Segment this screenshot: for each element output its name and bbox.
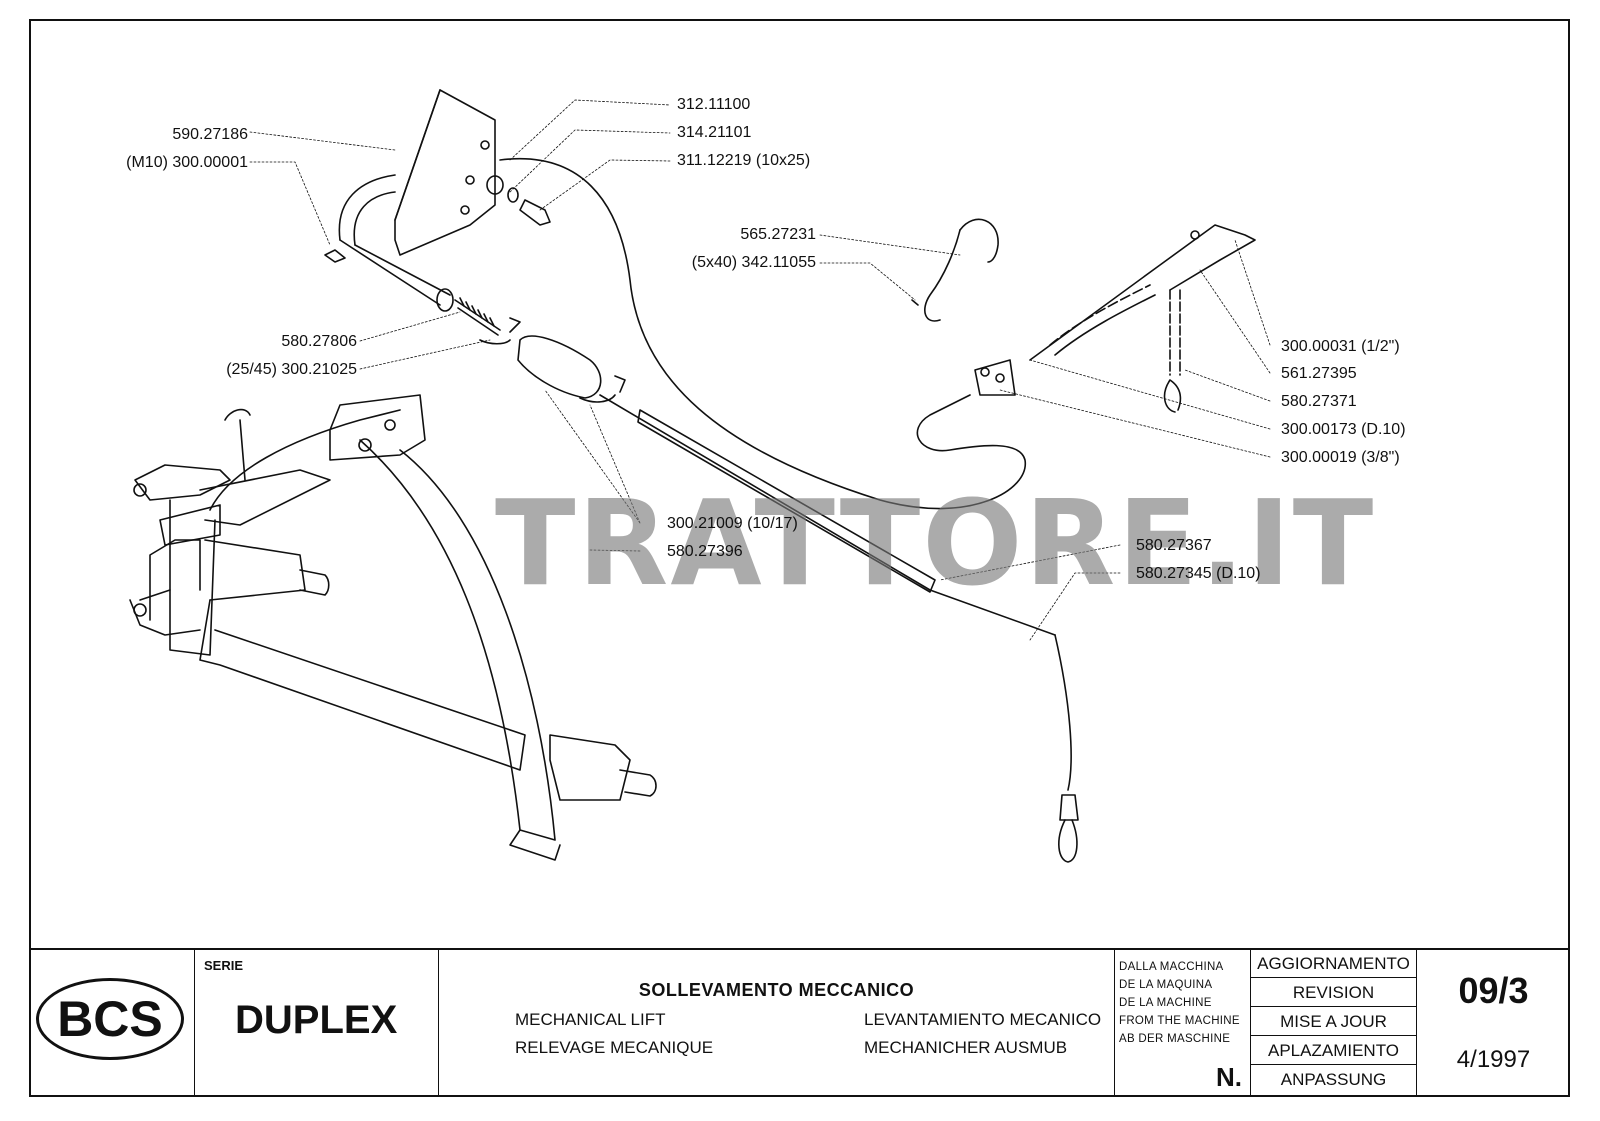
model-name: DUPLEX — [235, 998, 398, 1042]
chain-hook — [974, 224, 1256, 413]
part-label: 312.11100 — [677, 96, 751, 113]
part-label: 580.27371 — [1281, 393, 1357, 410]
spring-sleeve — [454, 297, 626, 403]
part-label: 300.00019 (3/8") — [1281, 449, 1400, 466]
part-label: 561.27395 — [1281, 365, 1357, 382]
sheet-number-cell: 09/3 4/1997 — [1417, 950, 1570, 1097]
from-machine-es: DE LA MAQUINA — [1119, 979, 1213, 991]
s-hook-pin — [911, 218, 999, 322]
part-label: (M10) 300.00001 — [126, 154, 248, 171]
revision-label-es2: APLAZAMIENTO — [1251, 1037, 1416, 1065]
revision-label-es: REVISION — [1251, 979, 1416, 1007]
revision-label-fr: MISE A JOUR — [1251, 1008, 1416, 1036]
part-label: 580.27367 — [1136, 537, 1212, 554]
from-machine-cell: DALLA MACCHINA DE LA MAQUINA DE LA MACHI… — [1115, 950, 1251, 1097]
part-label: 314.21101 — [677, 124, 752, 141]
revision-date: 4/1997 — [1456, 1046, 1531, 1073]
lift-frame — [129, 394, 657, 861]
revision-label-de: ANPASSUNG — [1280, 1070, 1387, 1089]
leader-lines — [249, 99, 1271, 641]
from-machine-it: DALLA MACCHINA — [1119, 961, 1224, 973]
title-italian: SOLLEVAMENTO MECCANICO — [638, 980, 915, 1000]
title-spanish: LEVANTAMIENTO MECANICO — [864, 1010, 1102, 1029]
lift-cable — [499, 158, 1079, 863]
from-machine-de: AB DER MASCHINE — [1119, 1033, 1231, 1045]
part-label: 590.27186 — [172, 126, 248, 143]
part-label: 300.00173 (D.10) — [1281, 421, 1406, 438]
machine-number-label: N. — [1216, 1062, 1242, 1092]
logo-cell: BCS — [29, 950, 195, 1097]
serie-label: SERIE — [204, 958, 244, 973]
from-machine-en: FROM THE MACHINE — [1119, 1015, 1240, 1027]
part-label: 580.27396 — [667, 543, 743, 560]
revision-label-it: AGGIORNAMENTO — [1251, 950, 1416, 978]
title-english: MECHANICAL LIFT — [515, 1010, 666, 1029]
title-french: RELEVAGE MECANIQUE — [515, 1038, 714, 1057]
sheet-number: 09/3 — [1458, 970, 1529, 1011]
title-german: MECHANICHER AUSMUB — [864, 1038, 1068, 1057]
description-cell: SOLLEVAMENTO MECCANICO MECHANICAL LIFT R… — [439, 950, 1115, 1097]
part-label: (25/45) 300.21025 — [226, 361, 357, 378]
part-label: 565.27231 — [740, 226, 816, 243]
part-label: 300.00031 (1/2") — [1281, 338, 1400, 355]
part-label: 300.21009 (10/17) — [667, 515, 798, 532]
part-label: (5x40) 342.11055 — [691, 254, 816, 271]
revision-cell: AGGIORNAMENTO REVISION MISE A JOUR APLAZ… — [1251, 950, 1417, 1097]
serie-cell: SERIE DUPLEX — [195, 950, 439, 1097]
part-label: 580.27806 — [281, 333, 357, 350]
drawing-sheet-border — [29, 19, 1570, 1097]
watermark: TRATTORE.IT — [495, 474, 1376, 612]
part-label: 311.12219 (10x25) — [677, 152, 811, 169]
from-machine-fr: DE LA MACHINE — [1119, 997, 1212, 1009]
part-label: 580.27345 (D.10) — [1136, 565, 1261, 582]
bcs-logo: BCS — [36, 978, 184, 1060]
title-block: BCS SERIE DUPLEX SOLLEVAMENTO MECCANICO … — [29, 948, 1570, 1097]
bolt-assembly — [486, 175, 551, 226]
lift-lever — [324, 89, 496, 312]
